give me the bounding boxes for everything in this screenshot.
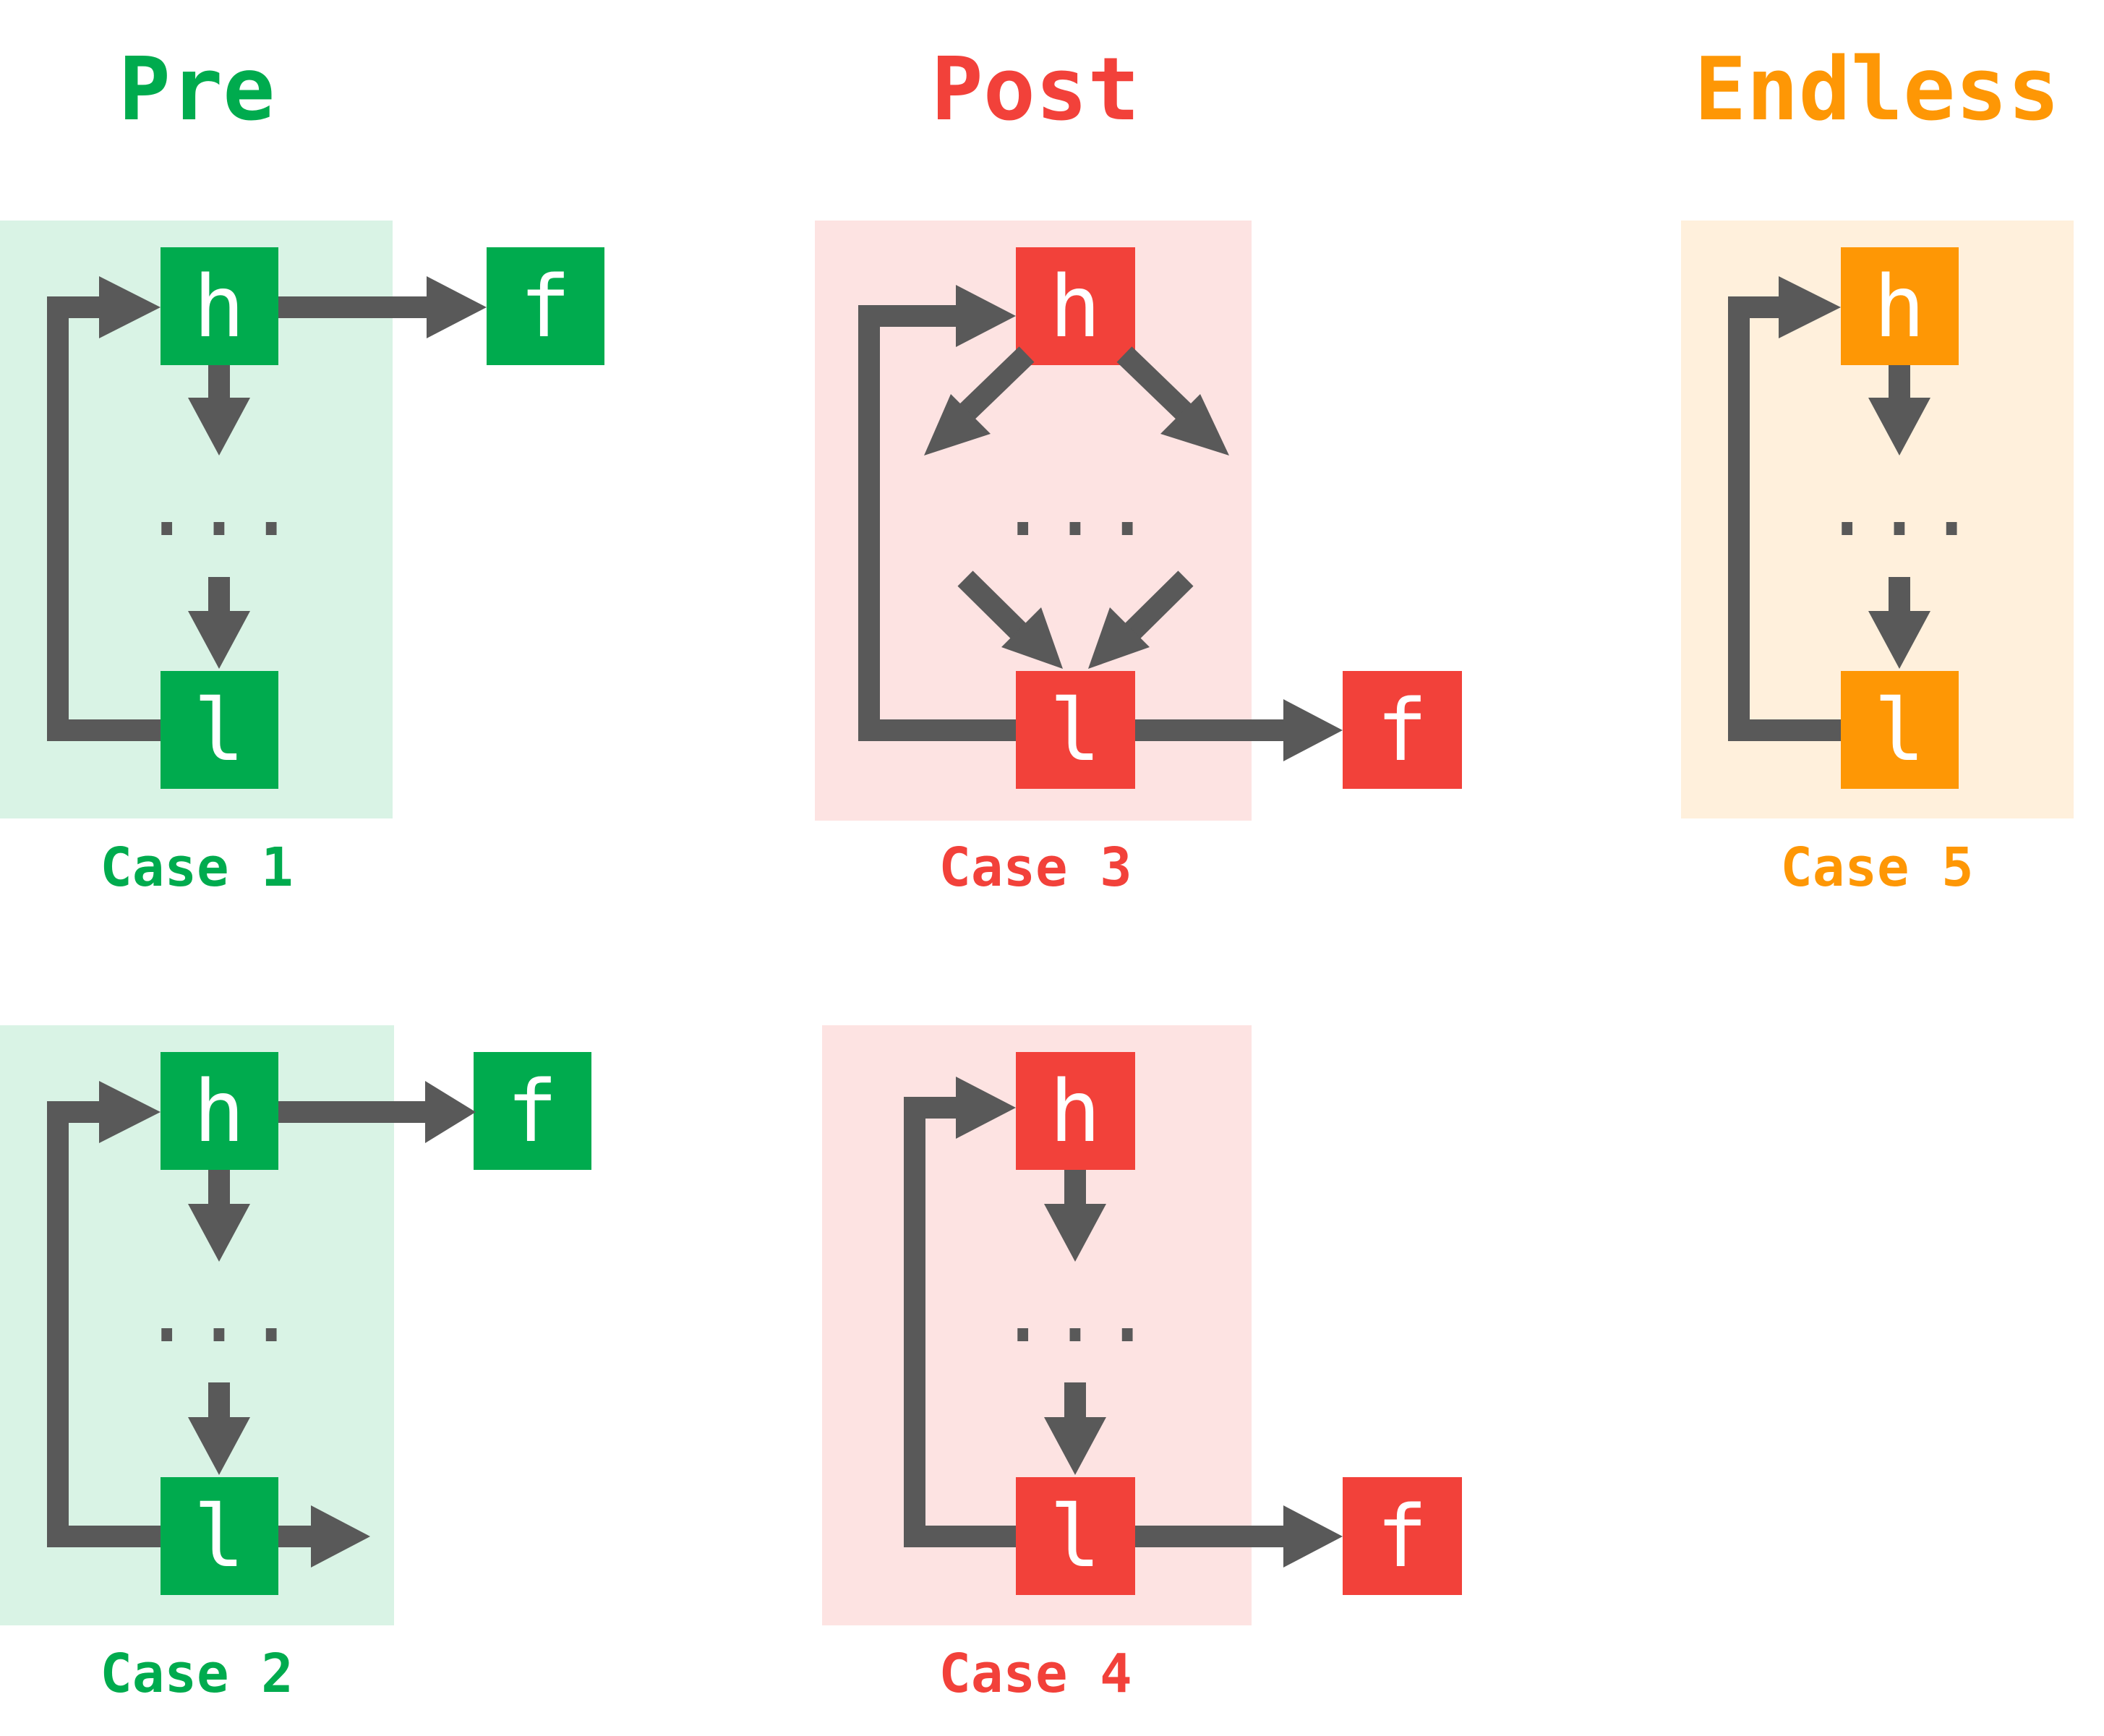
column-title-endless: Endless — [1694, 40, 2060, 140]
case-1-diagram: h f l ... — [0, 221, 604, 818]
case-3-diagram: h l f ... — [815, 221, 1462, 821]
case-4-label: Case 4 — [938, 1643, 1132, 1705]
case-3-ellipsis: ... — [997, 456, 1154, 556]
case-2-latch-node — [161, 1477, 278, 1595]
case-3-arrow-header-to-left-branch — [957, 346, 1035, 422]
case-2-diagram: h f l ... — [0, 1025, 591, 1625]
case-4-arrowhead-body-to-latch — [1044, 1417, 1106, 1475]
case-3-header-label: h — [1049, 257, 1100, 356]
case-1-latch-node — [161, 671, 278, 789]
case-4-header-node — [1016, 1052, 1135, 1170]
case-5-back-edge — [1728, 296, 1841, 741]
case-3-latch-label: l — [1049, 680, 1100, 780]
case-1-follow-node — [487, 247, 604, 365]
case-4-arrowhead-header-to-body — [1044, 1204, 1106, 1262]
case-2-latch-label: l — [193, 1487, 244, 1586]
case-3-arrow-header-to-right-branch — [1116, 346, 1194, 422]
case-3-arrow-left-branch-to-latch — [957, 570, 1033, 646]
case-1-header-label: h — [193, 257, 244, 356]
case-5-header-node — [1841, 247, 1959, 365]
case-1-ellipsis: ... — [141, 456, 298, 556]
case-5-arrowhead-header-to-body — [1868, 398, 1930, 456]
case-3-follow-label: f — [1376, 680, 1427, 780]
case-3-arrowhead-left-to-latch — [1001, 607, 1063, 669]
case-3-back-edge — [858, 305, 1016, 741]
case-1-back-edge — [47, 296, 161, 741]
case-3-arrow-right-branch-to-latch — [1118, 570, 1194, 646]
case-4-header-label: h — [1049, 1061, 1100, 1161]
case-1-arrowhead-header-to-body — [188, 398, 250, 456]
case-2-arrowhead-header-to-follow — [425, 1081, 476, 1143]
case-2-arrowhead-latch-exit — [311, 1505, 370, 1568]
case-2-label: Case 2 — [100, 1643, 293, 1705]
case-5-label: Case 5 — [1780, 837, 1973, 899]
case-5-header-label: h — [1873, 257, 1925, 356]
case-2-ellipsis: ... — [141, 1262, 298, 1362]
case-3-back-edge-arrowhead — [956, 285, 1016, 347]
case-1-back-edge-arrowhead — [99, 276, 161, 338]
column-title-post: Post — [931, 40, 1140, 140]
case-2-arrowhead-header-to-body — [188, 1204, 250, 1262]
case-3-arrowhead-right-to-latch — [1088, 607, 1150, 669]
case-4-latch-node — [1016, 1477, 1135, 1595]
case-3-latch-node — [1016, 671, 1135, 789]
case-1-arrowhead-body-to-latch — [188, 611, 250, 669]
case-4-back-edge-arrowhead — [956, 1077, 1016, 1139]
case-5-ellipsis: ... — [1821, 456, 1978, 556]
case-1-header-node — [161, 247, 278, 365]
case-4-latch-label: l — [1049, 1487, 1100, 1586]
case-5-back-edge-arrowhead — [1779, 276, 1841, 338]
case-4-ellipsis: ... — [997, 1262, 1154, 1362]
case-1-arrowhead-header-to-follow — [427, 276, 487, 338]
case-5-latch-label: l — [1873, 680, 1925, 780]
case-2-back-edge-arrowhead — [99, 1081, 161, 1143]
case-3-arrowhead-latch-to-follow — [1283, 699, 1343, 761]
case-2-follow-label: f — [506, 1061, 557, 1161]
case-5-diagram: h l ... — [1681, 221, 2074, 818]
case-2-back-edge — [47, 1101, 161, 1547]
case-4-arrowhead-latch-to-follow — [1283, 1505, 1343, 1568]
case-4-diagram: h l f ... — [822, 1025, 1462, 1625]
case-5-latch-node — [1841, 671, 1959, 789]
case-3-arrowhead-left-branch — [924, 394, 991, 456]
case-2-header-node — [161, 1052, 278, 1170]
case-5-arrowhead-body-to-latch — [1868, 611, 1930, 669]
case-3-header-node — [1016, 247, 1135, 365]
case-1-follow-label: f — [519, 257, 570, 356]
case-2-header-label: h — [193, 1061, 244, 1161]
column-title-pre: Pre — [119, 40, 275, 140]
case-3-arrowhead-right-branch — [1160, 394, 1229, 456]
case-4-follow-label: f — [1376, 1487, 1427, 1586]
case-1-label: Case 1 — [100, 837, 293, 899]
case-2-arrowhead-body-to-latch — [188, 1417, 250, 1475]
case-3-label: Case 3 — [938, 837, 1132, 899]
case-4-back-edge — [904, 1097, 1016, 1547]
case-3-follow-node — [1343, 671, 1462, 789]
case-1-latch-label: l — [193, 680, 244, 780]
case-2-follow-node — [474, 1052, 591, 1170]
case-4-follow-node — [1343, 1477, 1462, 1595]
